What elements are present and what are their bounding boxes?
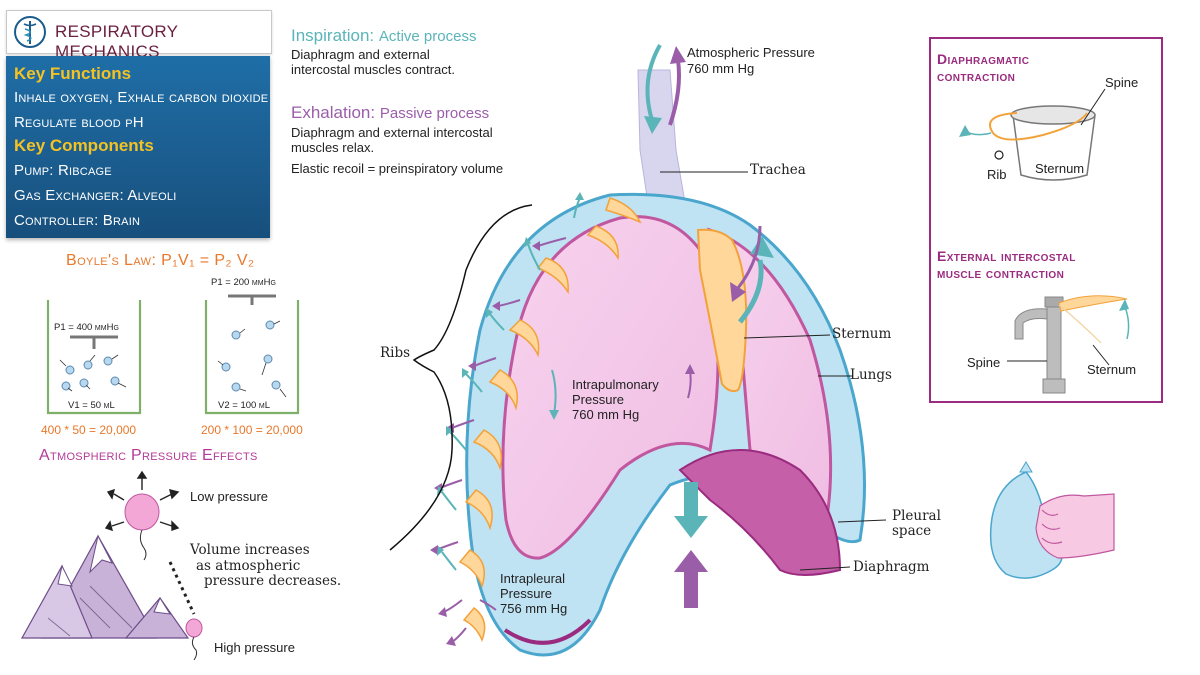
right-volume-label: V2 = 100 mL: [218, 400, 271, 411]
mountain-small: [20, 564, 93, 639]
diaphragm: [678, 449, 842, 576]
key-info-panel: Key Functions Inhale oxygen, Exhale carb…: [6, 56, 270, 238]
component-item: Controller: Brain: [14, 212, 141, 229]
leader-lines: [660, 171, 887, 571]
component-item: Pump: Ribcage: [14, 162, 112, 179]
component-item: Gas Exchanger: Alveoli: [14, 187, 177, 204]
diaphragm-movement-arrows: [674, 482, 708, 608]
sternum-movement-arrows: [730, 225, 774, 324]
atmospheric-effects-title: Atmospheric Pressure Effects: [39, 447, 258, 464]
inset-rib-label: Rib: [987, 167, 1007, 182]
balloon-large: [124, 493, 160, 531]
external-heading-1: External intercostal: [937, 248, 1076, 264]
expansion-arrows: [104, 470, 180, 532]
inspiration-label: Inspiration:: [291, 26, 375, 45]
atmospheric-pressure-value: 760 mm Hg: [687, 61, 755, 76]
intrapleural-label-2: Pressure: [500, 586, 553, 601]
exhalation-label: Exhalation:: [291, 103, 376, 122]
gas-molecules-right: [221, 320, 281, 392]
container-right: [204, 300, 300, 415]
low-pressure-label: Low pressure: [190, 489, 269, 504]
hand-icon: [1035, 493, 1115, 559]
sternum: [696, 228, 748, 393]
left-volume-label: V1 = 50 mL: [68, 400, 115, 411]
intrapulmonary-label-1: Intrapulmonary: [572, 377, 659, 392]
exhalation-desc-2: muscles relax.: [291, 140, 375, 155]
elastic-recoil-note: Elastic recoil = preinspiratory volume: [291, 161, 504, 176]
ribs-label: Ribs: [380, 345, 411, 361]
left-calculation: 400 * 50 = 20,000: [41, 423, 137, 437]
pleural-label-2: space: [892, 523, 932, 539]
key-components-heading: Key Components: [14, 136, 154, 155]
header-box: RESPIRATORY MECHANICS: [6, 10, 272, 61]
mechanism-inset-panel: Diaphragmatic contraction Spine Rib Ster…: [929, 37, 1163, 403]
balloon-small: [185, 618, 203, 638]
balloon-squeeze-illustration: [989, 461, 1115, 579]
external-heading-2: muscle contraction: [937, 265, 1065, 281]
exhalation-desc-1: Diaphragm and external intercostal: [291, 125, 493, 140]
lung-diagram: [389, 44, 887, 657]
ribs: [458, 197, 642, 642]
atmospheric-pressure-label: Atmospheric Pressure: [687, 45, 815, 60]
diaphragmatic-heading-2: contraction: [937, 68, 1016, 84]
lungs-label: Lungs: [850, 367, 892, 383]
intrapleural-value: 756 mm Hg: [500, 601, 568, 616]
intrapleural-label-1: Intrapleural: [500, 571, 566, 586]
inspiration-heading: Inspiration: Active process: [291, 26, 476, 46]
inspiration-type: Active process: [378, 28, 477, 45]
inspiration-desc-2: intercostal muscles contract.: [291, 62, 456, 77]
right-calculation: 200 * 100 = 20,000: [201, 423, 303, 437]
diaphragm-label: Diaphragm: [853, 559, 930, 575]
airflow-arrows-trachea: [644, 44, 686, 134]
left-pressure-label: P1 = 400 mmHg: [54, 322, 119, 333]
volume-note-1: Volume increases: [190, 542, 310, 558]
function-item: Inhale oxygen, Exhale carbon dioxide: [14, 89, 269, 106]
inspiration-desc-1: Diaphragm and external: [291, 47, 430, 62]
function-item: Regulate blood pH: [14, 114, 144, 131]
boyles-law-containers: [46, 294, 300, 415]
inset-spine-label: Spine: [1105, 75, 1139, 90]
diaphragmatic-heading-1: Diaphragmatic: [937, 51, 1030, 67]
caduceus-icon: [14, 16, 46, 48]
gas-molecules-left: [61, 356, 120, 391]
high-pressure-label: High pressure: [214, 640, 295, 655]
exhalation-type: Passive process: [379, 105, 490, 122]
right-pressure-label: P1 = 200 mmHg: [211, 277, 276, 288]
intrapulmonary-label-2: Pressure: [572, 392, 625, 407]
pleural-label-1: Pleural: [892, 508, 941, 524]
inset-sternum-label: Sternum: [1035, 161, 1085, 176]
inset-sternum2-label: Sternum: [1087, 362, 1137, 377]
trachea-label: Trachea: [750, 162, 806, 178]
exhalation-heading: Exhalation: Passive process: [291, 103, 489, 123]
container-left: [46, 300, 142, 415]
intrapulmonary-value: 760 mm Hg: [572, 407, 640, 422]
sternum-label: Sternum: [832, 326, 892, 342]
pump-handle-illustration: [1007, 295, 1130, 394]
key-functions-heading: Key Functions: [14, 64, 132, 83]
inset-spine2-label: Spine: [967, 355, 1001, 370]
mountain-right: [124, 597, 190, 639]
boyles-law-title: Boyle's Law: P₁V₁ = P₂ V₂: [66, 252, 255, 269]
ribs-brace: [389, 204, 533, 551]
volume-note-3: pressure decreases.: [204, 573, 342, 589]
mountain-balloon-illustration: [20, 470, 203, 661]
volume-note-2: as atmospheric: [196, 558, 301, 574]
bucket-handle-illustration: [959, 88, 1106, 181]
